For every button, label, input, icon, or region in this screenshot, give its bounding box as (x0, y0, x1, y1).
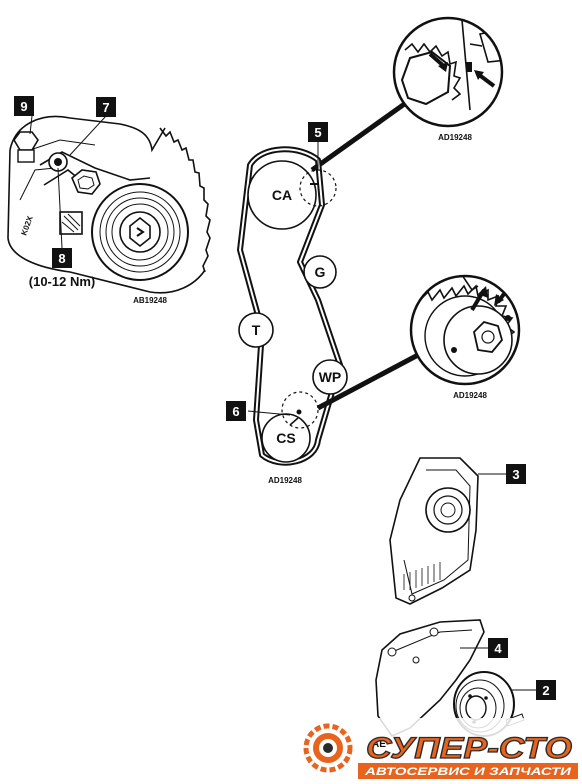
svg-text:CS: CS (276, 430, 295, 446)
label-4: 4 (488, 638, 508, 658)
cam-mark-detail: AD19248 (310, 16, 504, 173)
watermark-partial: AE (372, 739, 386, 750)
label-9: 9 (14, 96, 34, 116)
svg-text:6: 6 (232, 404, 239, 419)
nut-icon (71, 169, 101, 195)
tensioner-block-icon (59, 211, 83, 235)
label-2: 2 (536, 680, 556, 700)
upper-timing-cover: 3 (389, 457, 526, 605)
watermark-logo: AE СУПЕР-СТО АВТОСЕРВИС И ЗАПЧАСТИ (292, 718, 582, 784)
svg-text:7: 7 (102, 100, 109, 115)
watermark-tagline: АВТОСЕРВИС И ЗАПЧАСТИ (364, 766, 573, 778)
svg-text:8: 8 (58, 251, 65, 266)
crank-mark-detail: AD19248 (316, 274, 521, 411)
svg-text:5: 5 (314, 125, 321, 140)
gear-logo-icon (303, 723, 353, 773)
lower-timing-cover: 4 (375, 619, 508, 737)
watermark-brand: СУПЕР-СТО (366, 732, 572, 765)
adjuster-bolt-icon (48, 152, 68, 172)
svg-text:3: 3 (512, 467, 519, 482)
guide-pulley: G (303, 255, 337, 289)
label-5: 5 (308, 122, 328, 142)
tensioner-pulley-icon (91, 183, 189, 281)
ref-belt: AD19248 (268, 476, 302, 485)
bolt-icon (13, 131, 39, 163)
tensioner-pulley: T (238, 312, 274, 348)
svg-text:WP: WP (319, 369, 342, 385)
svg-text:CA: CA (272, 187, 292, 203)
crankshaft-pulley: CS (261, 391, 319, 463)
label-7: 7 (96, 97, 116, 117)
tensioner-detail: K02X 9 7 8 (10-12 Nm) AB19248 (7, 96, 211, 305)
svg-text:2: 2 (542, 683, 549, 698)
svg-text:9: 9 (20, 99, 27, 114)
svg-text:4: 4 (494, 641, 502, 656)
belt-layout: CA G T WP CS (226, 122, 348, 485)
stamp-text: K02X (19, 214, 35, 237)
ref-tensioner: AB19248 (133, 296, 167, 305)
label-6: 6 (226, 401, 246, 421)
svg-text:T: T (252, 322, 261, 338)
label-3: 3 (506, 464, 526, 484)
ref-cam-detail: AD19248 (438, 133, 472, 142)
camshaft-pulley: CA (247, 160, 337, 230)
ref-crank-detail: AD19248 (453, 391, 487, 400)
label-8: 8 (52, 248, 72, 268)
water-pump-pulley: WP (312, 359, 348, 395)
svg-text:G: G (315, 264, 326, 280)
torque-value: (10-12 Nm) (29, 274, 95, 289)
